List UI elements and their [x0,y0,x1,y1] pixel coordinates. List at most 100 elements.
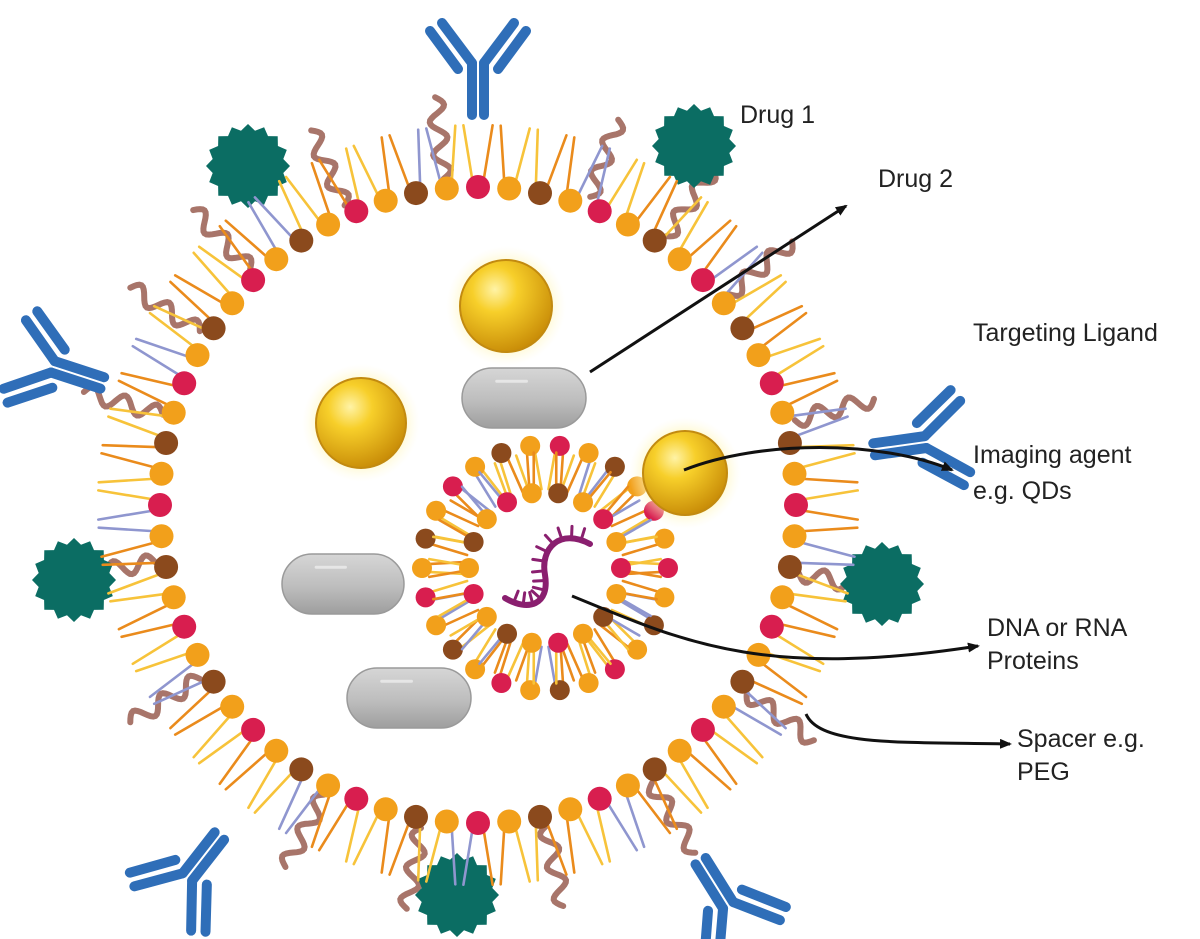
outer-lipid-tail [101,561,165,567]
outer-lipid-tail [745,677,804,706]
outer-lipid-head [642,757,667,782]
outer-lipid-head [434,809,459,834]
targeting-ligand-antibody [690,853,791,939]
outer-lipid-head [344,199,369,224]
antibody-light-chain [2,382,58,408]
vesicle-outer-lipid-head [415,587,436,608]
vesicle-inner-lipid-head [459,558,479,578]
outer-lipid-tail [706,726,759,765]
outer-lipid-tail [794,451,856,471]
peg-spacer [587,116,627,200]
outer-lipid-tail [352,808,382,866]
outer-lipid-tail [603,158,639,213]
vesicle-inner-lipid-head [463,532,484,552]
outer-lipid-head [759,614,784,639]
outer-lipid-head [690,268,715,293]
peg-spacer [190,206,255,273]
outer-lipid-tail [109,407,172,419]
outer-lipid-head [220,291,245,316]
outer-lipid-tail [416,128,422,192]
outer-lipid-tail [97,477,160,484]
vesicle-outer-lipid-head [442,476,463,497]
antibody-arm [713,903,729,939]
outer-lipid-tail [683,748,732,791]
peg-spacer [426,94,454,182]
outer-lipid-head [264,738,289,763]
outer-lipid-tail [152,677,211,706]
outer-lipid-head [344,786,369,811]
outer-lipid-tail [534,128,540,192]
outer-lipid-tail [247,200,280,256]
outer-lipid-head [784,493,808,517]
outer-lipid-tail [388,134,413,194]
outer-lipid-head [154,555,179,579]
outer-lipid-tail [770,344,825,380]
vesicle-outer-lipid-tail [616,597,656,623]
outer-lipid-tail [169,280,216,325]
quantum-dot [459,259,553,353]
targeting-ligand-antibody [0,306,110,408]
outer-lipid-tail [134,337,195,360]
outer-lipid-tail [481,824,494,887]
label-dna-rna: DNA or RNA [987,614,1128,642]
callout-arrows [571,204,1012,749]
antibody-stem [49,356,110,383]
outer-lipid-tail [781,601,839,631]
outer-lipid-head [289,757,314,782]
vesicle-outer-lipid-head [491,673,512,693]
outer-lipid-head [220,694,245,719]
outer-lipid-head [316,773,341,798]
vesicle-outer-lipid-head [442,639,463,660]
outer-lipid-tail [253,767,298,814]
vesicle-inner-lipid-head [606,584,627,604]
outer-lipid-head [161,585,186,610]
antibody-light-chain [493,26,531,74]
peg-spacer [278,791,327,870]
outer-lipid-head [730,669,755,694]
outer-lipid-tail [632,175,672,227]
outer-lipid-tail [512,127,532,188]
nucleic-acid-base [579,527,587,542]
outer-lipid-head [558,188,583,213]
outer-lipid-tail [388,816,413,876]
vesicle-outer-lipid-tail [434,597,474,623]
outer-lipid-tail [594,801,612,863]
antibody-arm [186,875,198,936]
outer-lipid-tail [352,144,382,202]
drug1-particle [840,542,924,626]
nucleic-acid-base [531,585,547,592]
outer-lipid-tail [721,251,764,300]
outer-lipid-tail [791,561,855,567]
nucleic-acid-backbone [502,535,593,608]
antibody-light-chain [699,905,714,939]
outer-lipid-tail [197,726,250,765]
outer-lipid-tail [117,601,175,631]
outer-lipid-tail [277,772,306,831]
vesicle-inner-lipid-head [497,623,517,644]
drug2-arrow [589,204,848,374]
outer-lipid-head [587,786,612,811]
outer-lipid-tail [380,811,392,874]
outer-lipid-head [404,181,428,206]
outer-lipid-head [667,247,692,272]
vesicle-outer-lipid-head [415,528,436,549]
outer-lipid-head [289,228,314,253]
outer-lipid-head [782,461,807,486]
outer-lipid-tail [740,280,787,325]
vesicle-outer-lipid-head [578,443,599,463]
outer-lipid-head [149,461,174,486]
targeting-ligand-antibody [124,827,230,937]
outer-lipid-head [497,809,522,834]
vesicle-outer-lipid-tail [583,465,612,502]
outer-lipid-tail [797,489,860,502]
quantum-dot [315,377,407,469]
outer-lipid-head [154,431,179,455]
nucleic-acid-base [531,569,546,574]
outer-lipid-head [642,228,667,253]
outer-lipid-head [558,797,583,822]
outer-tails [97,124,860,887]
outer-lipid-head [148,493,172,517]
outer-lipid-tail [218,733,257,786]
outer-lipid-head [373,188,398,213]
targeting-ligand-antibody [868,385,976,491]
